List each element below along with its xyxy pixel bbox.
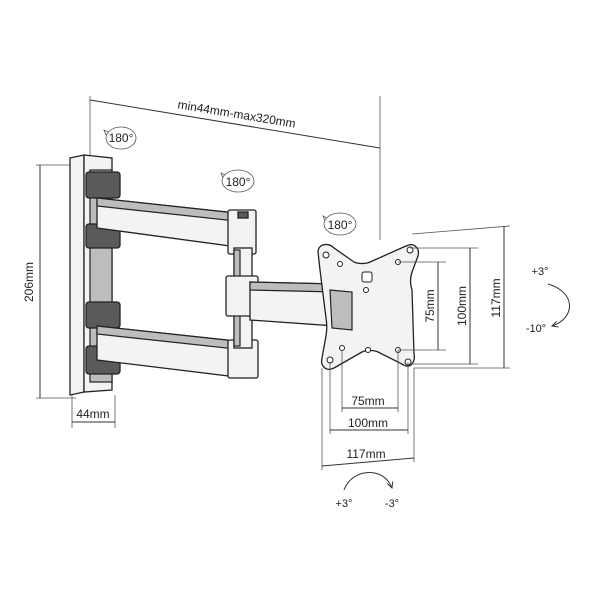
vesa-small-horizontal-label: 75mm bbox=[351, 394, 384, 408]
vesa-mid-vertical-label: 100mm bbox=[455, 286, 469, 326]
head-rotation: 180° bbox=[322, 212, 357, 236]
wall-depth-dimension: 44mm bbox=[71, 395, 116, 428]
vesa-large-vertical-label: 117mm bbox=[489, 278, 503, 317]
elbow-rotation-label: 180° bbox=[226, 175, 251, 189]
tilt-arrow-icon bbox=[547, 283, 570, 326]
middle-arm bbox=[225, 275, 337, 327]
swivel-right-label: -3° bbox=[385, 498, 399, 510]
elbow-rotation: 180° bbox=[220, 169, 255, 193]
vesa-mid-horizontal-label: 100mm bbox=[348, 416, 388, 430]
lower-arm bbox=[85, 301, 259, 379]
wall-depth-label: 44mm bbox=[76, 407, 109, 421]
swivel-arrow-icon bbox=[343, 472, 392, 491]
head-rotation-label: 180° bbox=[328, 218, 353, 232]
swivel-left-label: +3° bbox=[336, 498, 353, 510]
vesa-large-horizontal-label: 117mm bbox=[346, 447, 385, 461]
upper-arm bbox=[85, 171, 257, 255]
vesa-vertical-dimensions: 75mm 100mm 117mm bbox=[398, 225, 511, 369]
wall-height-label: 206mm bbox=[22, 262, 36, 302]
wall-rotation: 180° bbox=[103, 126, 137, 150]
rotate-arrow-icon bbox=[322, 215, 328, 222]
vesa-horizontal-dimensions: 75mm 100mm 117mm bbox=[321, 350, 415, 470]
tilt-up-label: +3° bbox=[532, 266, 549, 278]
vesa-small-vertical-label: 75mm bbox=[423, 289, 437, 322]
extension-label: min44mm-max320mm bbox=[177, 97, 297, 130]
wall-height-dimension: 206mm bbox=[22, 164, 76, 399]
wall-rotation-label: 180° bbox=[109, 131, 134, 145]
rotate-arrow-icon bbox=[103, 129, 109, 136]
tilt-indicator: +3° -10° bbox=[526, 266, 570, 335]
rotate-arrow-icon bbox=[220, 172, 226, 179]
tilt-down-label: -10° bbox=[526, 323, 546, 335]
swivel-indicator: +3° -3° bbox=[336, 472, 399, 510]
vesa-plate bbox=[317, 243, 420, 370]
